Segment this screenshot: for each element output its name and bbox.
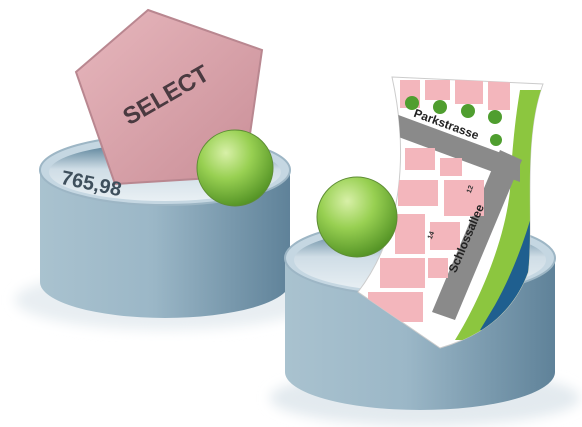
map-road-schlossallee	[432, 150, 522, 320]
map-building	[405, 148, 435, 170]
map-tree-icon	[433, 100, 447, 114]
map-tree-icon	[405, 96, 419, 110]
map-road-parkstrasse	[385, 110, 520, 182]
map-building	[380, 258, 425, 288]
left-sphere	[196, 129, 274, 207]
map-building	[398, 180, 438, 206]
map-building	[428, 258, 448, 278]
house-number-12: 12	[466, 185, 475, 195]
map-building	[425, 80, 450, 100]
map-building	[488, 80, 510, 110]
map-building	[430, 222, 460, 250]
right-sphere	[316, 176, 398, 258]
map-tree-icon	[490, 134, 502, 146]
map-building	[440, 158, 462, 176]
map-tree-icon	[488, 110, 502, 124]
house-number-14: 14	[427, 231, 436, 241]
map-tree-icon	[461, 104, 475, 118]
left-bucket-side	[40, 170, 290, 318]
map-building	[444, 180, 484, 216]
map-building	[395, 214, 425, 254]
map-building	[455, 80, 483, 104]
